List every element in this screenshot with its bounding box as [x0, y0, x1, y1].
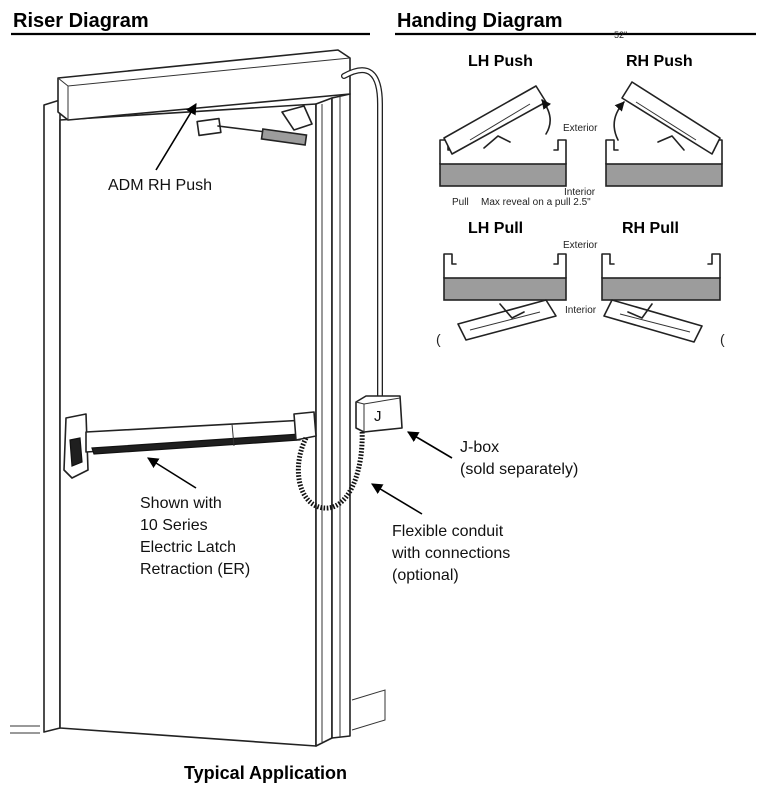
- rh-push-wall: [605, 163, 723, 187]
- device-pointer: [147, 457, 197, 489]
- jbox-letter: J: [374, 408, 382, 425]
- arm-cylinder: [260, 128, 308, 146]
- swing-mark-left: (: [436, 331, 441, 347]
- arm-shoe: [196, 117, 222, 137]
- lh-push-wall: [439, 163, 567, 187]
- jbox-pointer: [407, 431, 453, 459]
- rh-pull-door-bar: [619, 313, 691, 333]
- conduit-label-line-3: (optional): [392, 567, 459, 584]
- frame-left-jamb: [43, 99, 61, 733]
- rh-push-arm: [657, 135, 685, 151]
- rh-push-panel: [605, 81, 723, 187]
- device-label-line-2: 10 Series: [140, 517, 208, 534]
- jbox-body: [355, 395, 403, 433]
- interior-label-2: Interior: [565, 305, 597, 316]
- latch-head: [293, 411, 317, 441]
- lh-push-swing-arrow: [541, 99, 552, 135]
- swing-mark-right: (: [720, 331, 725, 347]
- device-label-line-3: Electric Latch: [140, 539, 236, 556]
- raceway-conduit-core: [342, 68, 382, 398]
- riser-diagram: J ADM RH Push Shown with 10 Series Elect…: [10, 49, 578, 783]
- dimension-note: 52": [614, 30, 627, 40]
- handing-title: Handing Diagram: [397, 10, 563, 32]
- jbox-label-line-1: J-box: [460, 439, 499, 456]
- lh-pull-title: LH Pull: [468, 220, 523, 237]
- handing-heading: Handing Diagram 52": [395, 10, 756, 40]
- handing-diagram: LH Push RH Push Exterior Interior Pull M…: [436, 53, 725, 347]
- rh-pull-wall: [601, 277, 721, 301]
- pull-note: Pull: [452, 197, 469, 208]
- operator-pointer: [155, 103, 197, 171]
- wall-line-right: [351, 689, 386, 731]
- lh-push-door-bar: [469, 103, 531, 141]
- jbox-label: J-box (sold separately): [460, 439, 578, 478]
- rh-push-door-bar: [635, 101, 697, 141]
- bar-joint: [231, 423, 235, 447]
- rh-pull-door: [603, 299, 703, 343]
- rh-pull-arm: [627, 303, 653, 319]
- conduit-label-line-1: Flexible conduit: [392, 523, 504, 540]
- rh-push-swing-arrow: [613, 101, 625, 141]
- rh-pull-frame-right: [707, 253, 721, 279]
- operator-label: ADM RH Push: [108, 177, 212, 194]
- lh-push-panel: [439, 85, 567, 187]
- device-label: Shown with 10 Series Electric Latch Retr…: [140, 495, 250, 578]
- operator-header-box: [57, 49, 351, 121]
- rh-pull-panel: [601, 253, 721, 343]
- conduit-label-line-2: with connections: [391, 545, 510, 562]
- lh-push-door: [443, 85, 547, 155]
- device-label-line-1: Shown with: [140, 495, 222, 512]
- reveal-note: Max reveal on a pull 2.5": [481, 197, 591, 208]
- lh-pull-frame-left: [443, 253, 457, 279]
- flexible-conduit-coil: [295, 427, 365, 511]
- interior-label-1: Interior: [564, 187, 596, 198]
- lh-push-arm: [483, 135, 511, 149]
- lh-pull-door-bar: [469, 311, 541, 331]
- exterior-label-1: Exterior: [563, 123, 598, 134]
- device-label-line-4: Retraction (ER): [140, 561, 250, 578]
- riser-title: Riser Diagram: [13, 10, 149, 32]
- lh-push-frame-right: [553, 139, 567, 165]
- exterior-label-2: Exterior: [563, 240, 598, 251]
- riser-heading: Riser Diagram: [11, 10, 370, 36]
- rh-pull-frame-left: [601, 253, 615, 279]
- endcap-grip: [69, 437, 83, 467]
- lh-pull-panel: [443, 253, 567, 341]
- rh-push-frame-left: [605, 139, 619, 165]
- figure-caption: Typical Application: [184, 763, 347, 783]
- lh-pull-wall: [443, 277, 567, 301]
- arm-pivot: [281, 105, 313, 131]
- operator-arm: [196, 105, 313, 146]
- rh-pull-title: RH Pull: [622, 220, 679, 237]
- conduit-pointer: [371, 483, 423, 515]
- lh-push-title: LH Push: [468, 53, 533, 70]
- strike-jamb-front: [315, 97, 333, 747]
- lh-pull-arm: [499, 303, 525, 319]
- lh-pull-frame-right: [553, 253, 567, 279]
- conduit-label: Flexible conduit with connections (optio…: [391, 523, 510, 584]
- rh-push-title: RH Push: [626, 53, 693, 70]
- strike-jamb-side: [331, 93, 351, 739]
- rh-push-door: [621, 81, 721, 155]
- jbox: J: [355, 395, 403, 433]
- jbox-label-line-2: (sold separately): [460, 461, 578, 478]
